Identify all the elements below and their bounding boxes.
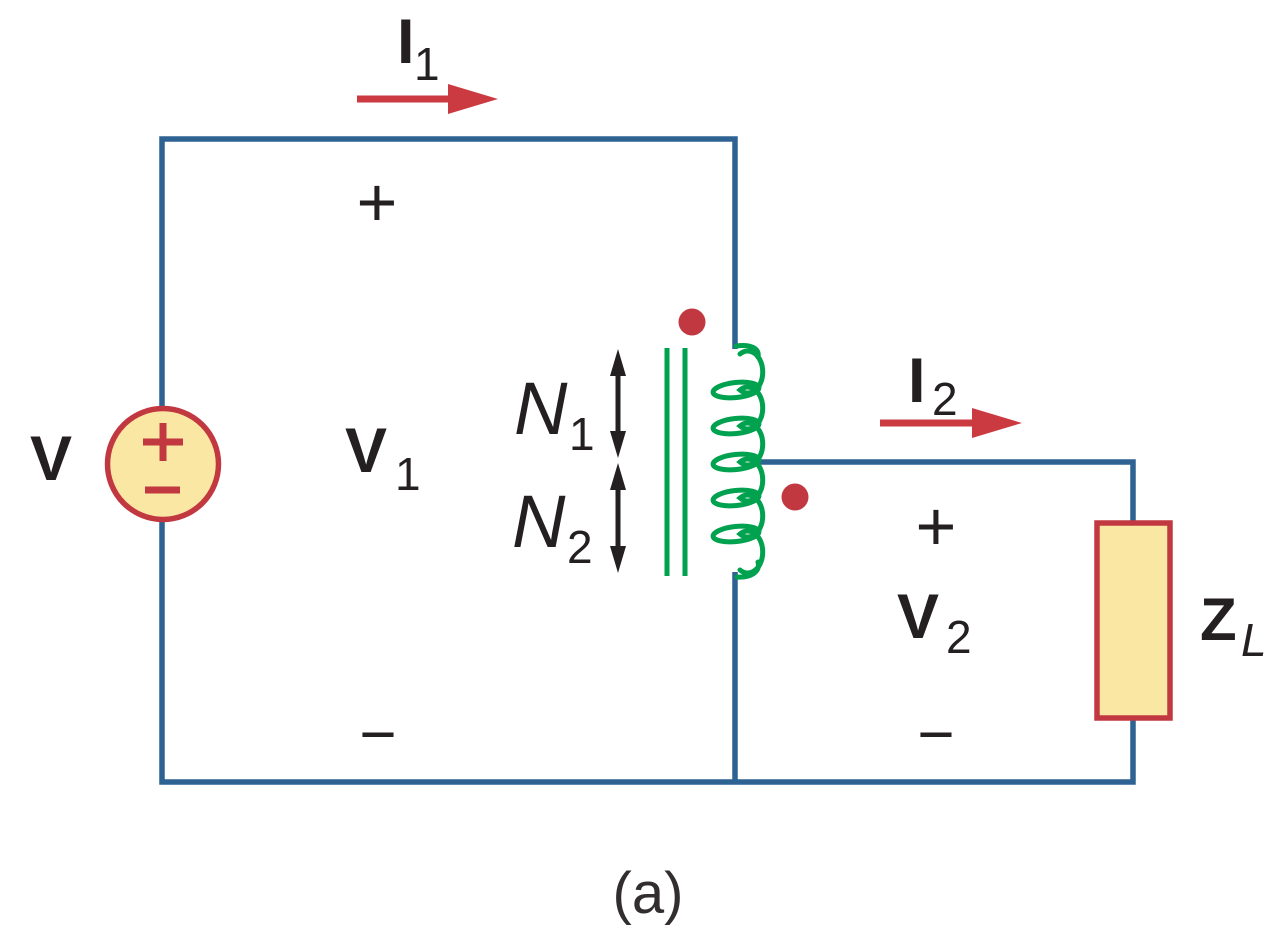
- source-label: V: [30, 424, 72, 494]
- winding1-label: N: [514, 367, 568, 450]
- voltage2-plus-sign: +: [916, 487, 957, 565]
- winding2-span-arrow: [610, 463, 626, 573]
- voltage1-label: V: [345, 416, 387, 486]
- voltage2-label-sub: 2: [946, 611, 972, 663]
- secondary-tap-wire: [753, 459, 1136, 526]
- voltage2-minus-sign: −: [917, 698, 954, 770]
- winding2-arrowhead-down: [610, 546, 626, 573]
- transformer: N 1 N 2: [512, 308, 809, 580]
- current2-label-sub: 2: [932, 373, 958, 425]
- winding2-label: N: [512, 480, 566, 563]
- voltage1-plus-sign: +: [357, 163, 398, 241]
- current1-label-sub: 1: [414, 38, 440, 90]
- coil-loop-1: [710, 379, 762, 401]
- current1-arrow-head: [448, 84, 498, 114]
- load-label: Z: [1200, 586, 1237, 653]
- current2-label: I: [908, 346, 926, 416]
- figure-caption: (a): [613, 861, 684, 926]
- load-label-sub: L: [1241, 614, 1267, 666]
- voltage1-minus-sign: −: [359, 698, 396, 770]
- voltage-source: V: [30, 405, 222, 523]
- load-box: [1094, 520, 1173, 721]
- coil-loop-4: [710, 487, 762, 509]
- current1-label: I: [397, 7, 415, 77]
- voltage-source-circle: [104, 405, 222, 523]
- coil-loop-5: [710, 523, 762, 545]
- polarity-dot-top: [678, 308, 706, 336]
- coil-turns: [736, 348, 766, 576]
- winding1-span-arrow: [610, 349, 626, 458]
- polarity-dot-secondary: [781, 483, 809, 511]
- coil-loop-3: [710, 451, 762, 473]
- coil-loop-2: [710, 415, 762, 437]
- winding2-label-sub: 2: [567, 521, 593, 573]
- circuit-wires: [159, 136, 1136, 785]
- current2-arrow-head: [972, 408, 1022, 438]
- winding1-arrowhead-up: [610, 349, 626, 376]
- secondary-annotations: I 2 + V 2 −: [880, 346, 1022, 770]
- primary-annotations: I 1 + V 1 −: [345, 7, 498, 770]
- voltage2-label: V: [897, 582, 939, 652]
- winding1-label-sub: 1: [569, 408, 595, 460]
- load-impedance: Z L: [1094, 520, 1267, 721]
- winding2-arrowhead-up: [610, 463, 626, 490]
- coil-exit-curve: [734, 559, 761, 580]
- winding1-arrowhead-down: [610, 431, 626, 458]
- voltage1-label-sub: 1: [395, 448, 421, 500]
